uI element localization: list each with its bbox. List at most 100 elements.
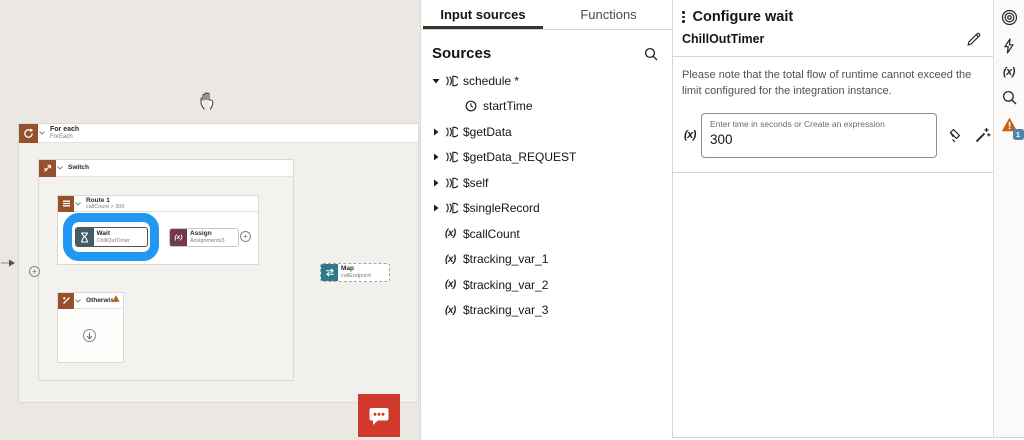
wait-hourglass-icon (75, 228, 94, 246)
divider (673, 171, 993, 173)
caret-right-icon[interactable] (432, 179, 445, 187)
data-payload-icon (445, 202, 463, 214)
variable-icon: (x) (445, 304, 456, 316)
search-icon[interactable] (644, 47, 658, 61)
sources-tabbar: Input sources Functions (421, 0, 672, 30)
wait-name: ChillOutTimer (682, 32, 765, 46)
search-icon[interactable] (1002, 90, 1017, 105)
variable-icon: (x) (445, 279, 456, 291)
expression-builder-wand-icon[interactable] (975, 127, 991, 143)
caret-down-icon[interactable] (432, 77, 445, 85)
source-item-label: $singleRecord (463, 201, 540, 216)
wait-time-input-value: 300 (710, 131, 733, 147)
caret-right-icon[interactable] (432, 128, 445, 136)
warning-icon (112, 295, 120, 302)
foreach-loop-icon (19, 123, 38, 143)
map-icon (321, 264, 338, 281)
source-item-label: $getData (463, 124, 512, 139)
expression-prefix-icon: (x) (684, 129, 696, 142)
route1-condition: callCount > 300 (86, 204, 125, 211)
eraser-icon[interactable] (948, 127, 964, 143)
otherwise-container: Otherwise (57, 292, 124, 363)
source-item-getdata[interactable]: $getData (432, 119, 672, 145)
tab-input-sources[interactable]: Input sources (421, 0, 545, 29)
assign-node[interactable]: (x) Assign Assignments3 (169, 228, 239, 247)
add-node-button[interactable]: + (29, 266, 40, 277)
source-item-callcount[interactable]: (x) $callCount (432, 221, 672, 247)
add-step-placeholder-button[interactable] (83, 329, 96, 342)
source-item-tracking-var-1[interactable]: (x) $tracking_var_1 (432, 247, 672, 273)
integration-target-icon[interactable] (1001, 9, 1018, 26)
source-item-label: $getData_REQUEST (463, 150, 577, 165)
map-node[interactable]: Map callEndpoint (320, 263, 390, 282)
active-tab-underline (423, 26, 543, 29)
errors-warning-icon[interactable]: 1 (1001, 117, 1024, 140)
otherwise-node[interactable]: Otherwise (58, 292, 123, 309)
otherwise-title: Otherwise (86, 296, 118, 304)
switch-title: Switch (68, 164, 89, 172)
chevron-down-icon (39, 131, 45, 135)
arrow-down-icon (86, 332, 93, 340)
right-toolbar: (x) 1 (993, 0, 1024, 438)
wait-time-input-label: Enter time in seconds or Create an expre… (710, 118, 885, 129)
route-icon (58, 195, 74, 212)
source-item-singlerecord[interactable]: $singleRecord (432, 196, 672, 222)
map-subtitle: callEndpoint (341, 273, 371, 280)
configure-wait-panel: Configure wait ChillOutTimer Please note… (672, 0, 993, 438)
assign-title: Assign (190, 230, 212, 238)
foreach-node[interactable]: For each ForEach (19, 123, 418, 143)
source-item-label: schedule * (463, 73, 520, 88)
otherwise-icon (58, 292, 74, 309)
panel-menu-icon[interactable] (682, 11, 685, 23)
assign-variables-icon: (x) (170, 229, 187, 246)
sources-heading: Sources (432, 45, 492, 62)
chat-button[interactable] (358, 394, 400, 437)
switch-node[interactable]: Switch (39, 159, 293, 177)
variable-icon: (x) (445, 228, 456, 240)
lightning-bolt-icon[interactable] (1003, 38, 1015, 54)
runtime-limit-note: Please note that the total flow of runti… (682, 69, 972, 97)
error-count-badge: 1 (1012, 129, 1024, 140)
add-action-button[interactable]: + (240, 231, 251, 242)
source-item-label: startTime (483, 99, 533, 114)
hand-cursor-icon (200, 92, 214, 110)
variable-icon: (x) (445, 253, 456, 265)
chevron-down-icon (75, 201, 81, 206)
source-item-tracking-var-2[interactable]: (x) $tracking_var_2 (432, 272, 672, 298)
variables-icon[interactable]: (x) (1003, 66, 1015, 78)
route1-node[interactable]: Route 1 callCount > 300 (58, 195, 258, 212)
mapper-sources-panel: Input sources Functions Sources schedule… (420, 0, 672, 440)
data-payload-icon (445, 75, 463, 87)
map-title: Map (341, 265, 354, 273)
selection-highlight: Wait ChillOutTimer (63, 213, 159, 261)
source-item-starttime[interactable]: startTime (432, 94, 672, 120)
source-item-tracking-var-3[interactable]: (x) $tracking_var_3 (432, 298, 672, 324)
sources-tree: schedule * startTime $getData (421, 68, 672, 323)
caret-right-icon[interactable] (432, 204, 445, 212)
tab-label: Input sources (440, 7, 526, 22)
clock-icon (465, 100, 483, 112)
foreach-subtitle: ForEach (50, 133, 73, 140)
wait-node[interactable]: Wait ChillOutTimer (74, 227, 148, 247)
wait-time-input[interactable]: Enter time in seconds or Create an expre… (701, 112, 937, 158)
source-item-getdata-request[interactable]: $getData_REQUEST (432, 145, 672, 171)
source-item-self[interactable]: $self (432, 170, 672, 196)
flow-canvas[interactable]: For each ForEach Switch (0, 0, 420, 440)
switch-icon (39, 159, 56, 177)
chevron-down-icon (57, 166, 63, 170)
tab-label: Functions (580, 7, 637, 22)
source-item-label: $tracking_var_3 (463, 303, 549, 318)
wait-title: Wait (96, 229, 110, 237)
route1-title: Route 1 (86, 196, 110, 204)
source-item-schedule[interactable]: schedule * (432, 68, 672, 94)
source-item-label: $self (463, 175, 489, 190)
data-payload-icon (445, 151, 463, 163)
caret-right-icon[interactable] (432, 153, 445, 161)
edit-pencil-icon[interactable] (967, 32, 981, 46)
tab-functions[interactable]: Functions (545, 0, 672, 29)
panel-title: Configure wait (692, 9, 794, 25)
chevron-down-icon (75, 298, 81, 303)
source-item-label: $callCount (463, 226, 520, 241)
wait-subtitle: ChillOutTimer (96, 237, 130, 244)
chat-bubble-icon (369, 407, 389, 425)
